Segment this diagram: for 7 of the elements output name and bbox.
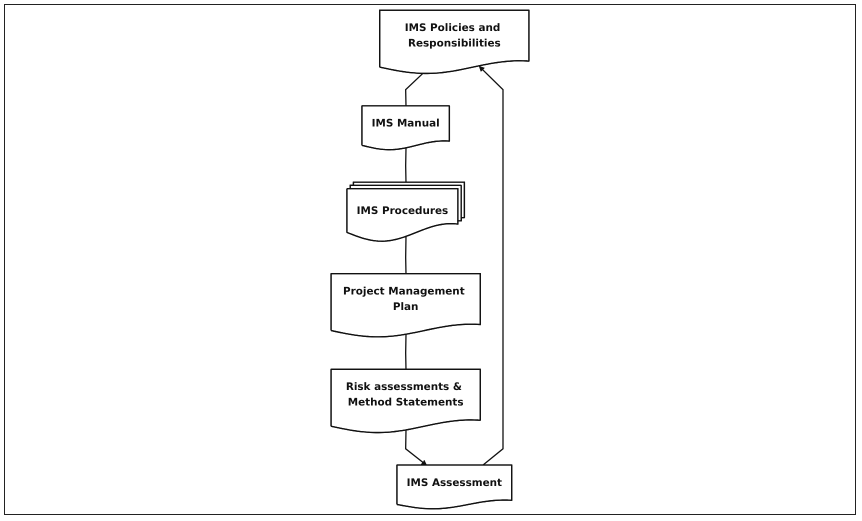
arrow bbox=[405, 430, 427, 466]
arrow bbox=[478, 66, 504, 466]
connector bbox=[405, 73, 423, 106]
connector bbox=[405, 334, 407, 370]
connector bbox=[405, 236, 407, 274]
flowchart-drawing: IMS Policies and Responsibilities IMS Manual IMS Procedures Project Management Plan Risk assessments & Method Statements IMS Assessment bbox=[5, 5, 855, 514]
connector bbox=[405, 148, 407, 182]
